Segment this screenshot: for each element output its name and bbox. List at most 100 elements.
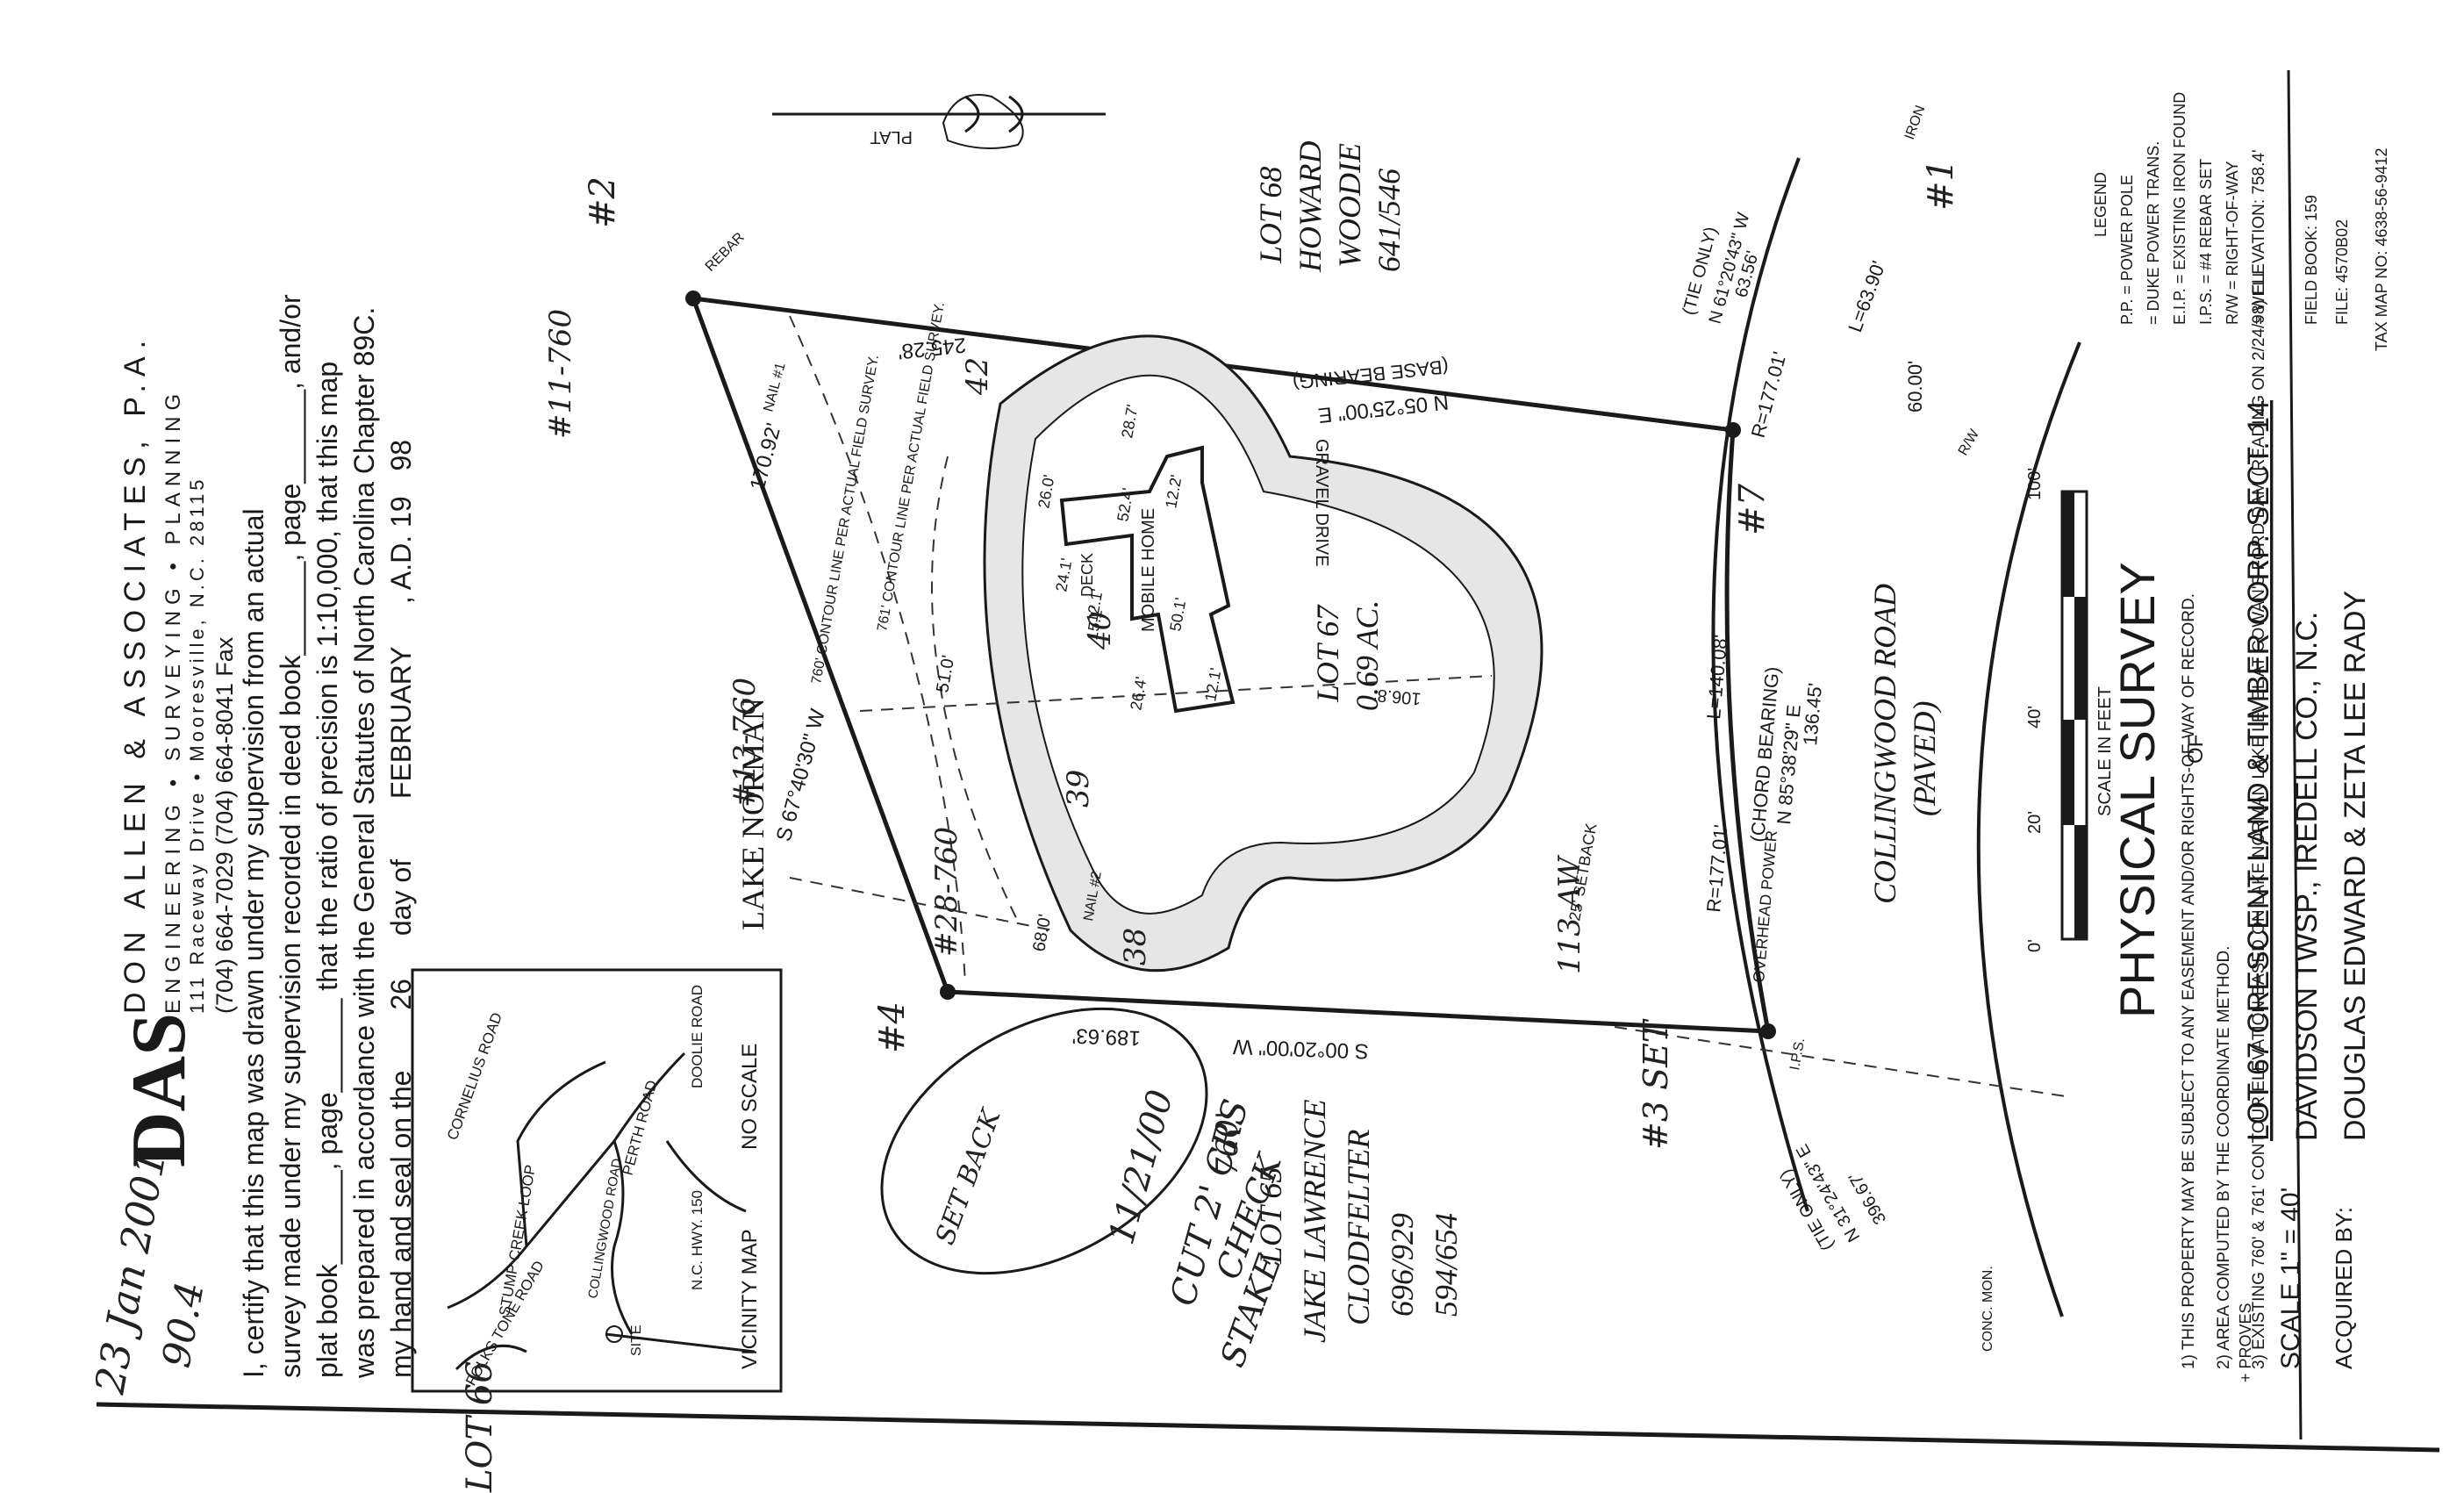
svg-text:COLLINGWOOD ROAD: COLLINGWOOD ROAD <box>1867 584 1902 904</box>
lot-68-label: LOT 68 HOWARD WOODIE 641/546 <box>1253 141 1407 273</box>
scale-caption: SCALE IN FEET <box>2095 686 2115 816</box>
west-line-bearing: S 67°40'30" W <box>772 707 830 844</box>
hw-r1: #11-760 <box>543 309 578 439</box>
cert-line-4: was prepared in accordance with the Gene… <box>348 307 380 1379</box>
hw-setback-val: 760' <box>1210 1111 1245 1176</box>
label-overhead-power: OVERHEAD POWER <box>1750 829 1780 983</box>
svg-text:(PAVED): (PAVED) <box>1907 700 1942 816</box>
vicinity-roads <box>447 1052 756 1371</box>
distance-51: 51.0' <box>933 654 958 694</box>
hw-r113: 113 AW <box>1552 854 1587 974</box>
distance-106: 106.8' <box>1373 685 1422 708</box>
svg-text:P.P. = POWER POLE: P.P. = POWER POLE <box>2118 175 2136 325</box>
scale-0: 0' <box>2025 939 2045 952</box>
svg-text:641/546: 641/546 <box>1372 169 1407 272</box>
lake-norman-label: LAKE NORMAN <box>735 698 770 930</box>
svg-text:LOT 68: LOT 68 <box>1253 167 1288 264</box>
hw-corner-1: #1 <box>1921 159 1961 211</box>
mobile-home <box>1059 445 1236 714</box>
mobile-home-label: MOBILE HOME <box>1139 508 1158 632</box>
hw-date-cut: 11/21/00 <box>1101 1086 1181 1248</box>
svg-text:= WELL: = WELL <box>2250 268 2267 325</box>
contour-761 <box>931 456 1019 922</box>
vicinity-scale: NO SCALE <box>738 1044 762 1150</box>
title-scale: SCALE 1" = 40' <box>2276 1188 2305 1369</box>
hw-setback: SET BACK <box>930 1104 1008 1249</box>
scale-bar <box>2060 490 2088 941</box>
label-row: R/W <box>1956 427 1983 458</box>
hw-r40: 40 <box>1083 612 1118 650</box>
title-physical-survey: PHYSICAL SURVEY <box>2109 562 2165 1018</box>
svg-text:JAKE LAWRENCE: JAKE LAWRENCE <box>1297 1099 1332 1343</box>
cert-line-5: my hand and seal on the 26 day of FEBRUA… <box>385 440 417 1378</box>
label-nail-1: NAIL #1 <box>761 361 788 413</box>
curve-radius-1: R=177.01' <box>1702 823 1732 913</box>
proves-note: + PROVES <box>2237 1303 2254 1382</box>
title-lot: LOT 67 CRESCENT LAND & TIMBER CORP. SECT… <box>2242 400 2275 1141</box>
hw-r2: #13-760 <box>727 678 763 808</box>
scale-20: 20' <box>2025 811 2045 834</box>
legend: LEGEND P.P. = POWER POLE = DUKE POWER TR… <box>2092 92 2267 325</box>
svg-text:WOODIE: WOODIE <box>1332 143 1367 268</box>
svg-text:1) THIS PROPERTY MAY BE SUBJE: 1) THIS PROPERTY MAY BE SUBJECT TO ANY E… <box>2180 593 2198 1369</box>
firm-logo: DAS <box>117 1013 202 1167</box>
south-line-bearing: S 00°20'00" W <box>1232 1035 1369 1063</box>
svg-text:= DUKE POWER TRANS.: = DUKE POWER TRANS. <box>2145 141 2162 325</box>
deck-label: DECK <box>1078 553 1096 597</box>
south-line-distance: 189.63' <box>1071 1023 1141 1050</box>
firm-header: DAS DON ALLEN & ASSOCIATES, P.A. ENGINEE… <box>117 333 238 1167</box>
hw-lot66: LOT 66 <box>460 1360 500 1493</box>
cert-line-2: survey made under my supervision recorde… <box>275 294 306 1378</box>
hw-corner-2: #2 <box>583 176 623 228</box>
lot-67-label: LOT 67 0.69 AC. <box>1310 600 1385 711</box>
chord-distance: 136.45' <box>1799 682 1826 746</box>
gravel-drive-label: GRAVEL DRIVE <box>1312 439 1331 567</box>
hw-r38: 38 <box>1118 928 1153 965</box>
svg-text:FIELD BOOK: 159: FIELD BOOK: 159 <box>2303 195 2320 325</box>
legend-title: LEGEND <box>2092 172 2109 237</box>
svg-text:594/654: 594/654 <box>1429 1213 1464 1317</box>
label-iron: IRON <box>1902 104 1929 141</box>
north-arrow-label: PLAT <box>870 127 913 147</box>
vicinity-road-6: N.C. HWY. 150 <box>689 1190 706 1290</box>
vicinity-site-marker <box>605 1325 623 1343</box>
road-right-of-way-1 <box>1711 157 1809 1212</box>
hw-r42: 42 <box>960 357 995 396</box>
svg-text:HOWARD: HOWARD <box>1293 141 1328 273</box>
firm-services: ENGINEERING • SURVEYING • PLANNING <box>161 388 185 1014</box>
vicinity-site-label: SITE <box>629 1324 644 1356</box>
title-owners: DOUGLAS EDWARD & ZETA LEE RADY <box>2339 591 2372 1141</box>
scale-40: 40' <box>2025 706 2045 729</box>
label-conc-mon: CONC. MON. <box>1981 1266 1995 1352</box>
title-location: DAVIDSON TWSP., IREDELL CO., N.C. <box>2290 612 2324 1141</box>
handwritten-number: 90.4 <box>154 1279 213 1371</box>
curve-radius-2: R=177.01' <box>1747 349 1791 440</box>
curve-length-2: L=63.90' <box>1844 258 1889 335</box>
contour-760 <box>789 315 966 984</box>
label-ips: I.P.S. <box>1787 1037 1808 1071</box>
title-of: OF <box>2184 735 2208 764</box>
measure-line-3 <box>1614 1026 2072 1098</box>
file-info: FIELD BOOK: 159 FILE: 4570B02 TAX MAP NO… <box>2303 148 2390 351</box>
title-divider-line <box>2287 69 2303 1440</box>
svg-text:LOT 67: LOT 67 <box>1310 604 1345 703</box>
scale-100: 100' <box>2025 468 2045 500</box>
measure-line-1 <box>859 675 1493 712</box>
row-distance: 60.00' <box>1904 361 1926 413</box>
label-rebar-1: REBAR <box>703 230 748 275</box>
bottom-border-line <box>96 1402 2440 1453</box>
svg-text:CLODFELTER: CLODFELTER <box>1341 1130 1376 1325</box>
hw-r3: #28-760 <box>929 827 964 957</box>
north-line-bearing: N 05°25'00" E <box>1317 390 1450 427</box>
vicinity-title: VICINITY MAP <box>738 1229 762 1369</box>
hw-corner-4: #4 <box>872 1001 913 1053</box>
measure-line-2 <box>789 877 1054 931</box>
vicinity-road-3: DOOLIE ROAD <box>689 985 706 1088</box>
svg-text:FILE: 4570B02: FILE: 4570B02 <box>2333 219 2351 325</box>
svg-text:I.P.S. = #4 REBAR SET: I.P.S. = #4 REBAR SET <box>2197 159 2215 325</box>
svg-text:3) EXISTING 760' & 761' CONTO: 3) EXISTING 760' & 761' CONTOUR ELEVATIO… <box>2250 149 2268 1369</box>
svg-text:2) AREA COMPUTED BY THE COORD: 2) AREA COMPUTED BY THE COORDINATE METHO… <box>2215 946 2233 1369</box>
firm-name: DON ALLEN & ASSOCIATES, P.A. <box>118 333 152 1014</box>
title-acquired: ACQUIRED BY: <box>2331 1207 2357 1369</box>
